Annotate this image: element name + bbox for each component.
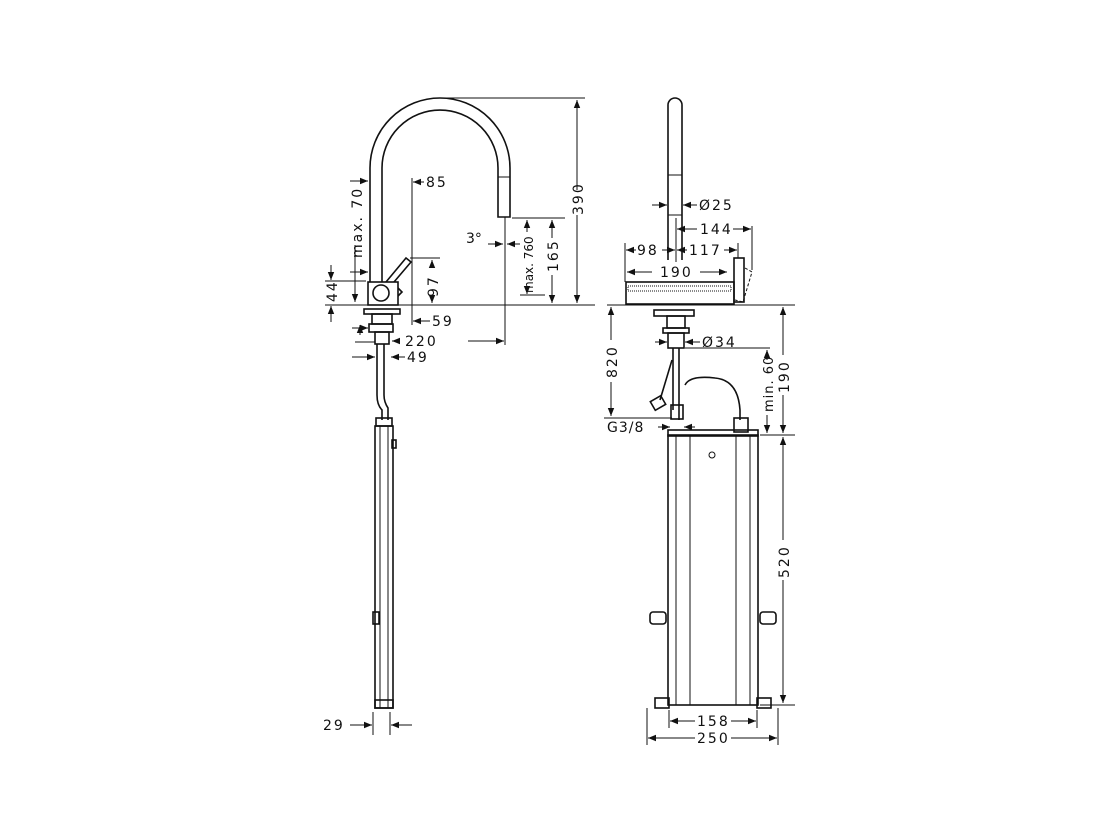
mounting-box-side bbox=[374, 425, 394, 709]
spout bbox=[369, 97, 511, 282]
dim-520: 520 bbox=[777, 545, 793, 578]
base-plate bbox=[625, 281, 735, 305]
mounting-box-front bbox=[667, 434, 759, 706]
dim-max-760: max. 760 bbox=[522, 236, 536, 293]
dim-diameter-34: Ø34 bbox=[702, 335, 737, 351]
dim-44: 44 bbox=[325, 280, 341, 302]
dim-144: 144 bbox=[700, 222, 733, 238]
dim-117: 117 bbox=[689, 243, 722, 259]
dim-85: 85 bbox=[426, 175, 448, 191]
dim-820: 820 bbox=[605, 345, 621, 378]
dim-diameter-25: Ø25 bbox=[699, 198, 734, 214]
dim-min-60: min. 60 bbox=[762, 356, 777, 412]
dim-59: 59 bbox=[432, 314, 454, 330]
front-view: Ø25 144 98 117 190 820 Ø34 min. 60 bbox=[604, 97, 795, 747]
dim-29: 29 bbox=[323, 718, 345, 734]
dim-angle: 3° bbox=[466, 231, 482, 247]
dim-165: 165 bbox=[546, 239, 562, 272]
mixer-body bbox=[367, 281, 399, 306]
spout-front bbox=[667, 97, 683, 260]
lever bbox=[385, 256, 413, 283]
dim-190-plate: 190 bbox=[660, 265, 693, 281]
dim-49: 49 bbox=[407, 350, 429, 366]
dim-g3-8: G3/8 bbox=[607, 420, 644, 436]
side-view: 390 165 max. 760 3° 85 max. 70 97 44 bbox=[323, 97, 595, 735]
dim-190-under: 190 bbox=[777, 360, 793, 393]
dim-max-70: max. 70 bbox=[350, 187, 366, 258]
dim-158: 158 bbox=[697, 714, 730, 730]
dim-220: 220 bbox=[405, 334, 438, 350]
dim-390: 390 bbox=[571, 182, 587, 215]
dim-97: 97 bbox=[426, 275, 442, 297]
dim-98: 98 bbox=[637, 243, 659, 259]
lever-front bbox=[733, 257, 745, 303]
dim-250: 250 bbox=[697, 731, 730, 747]
